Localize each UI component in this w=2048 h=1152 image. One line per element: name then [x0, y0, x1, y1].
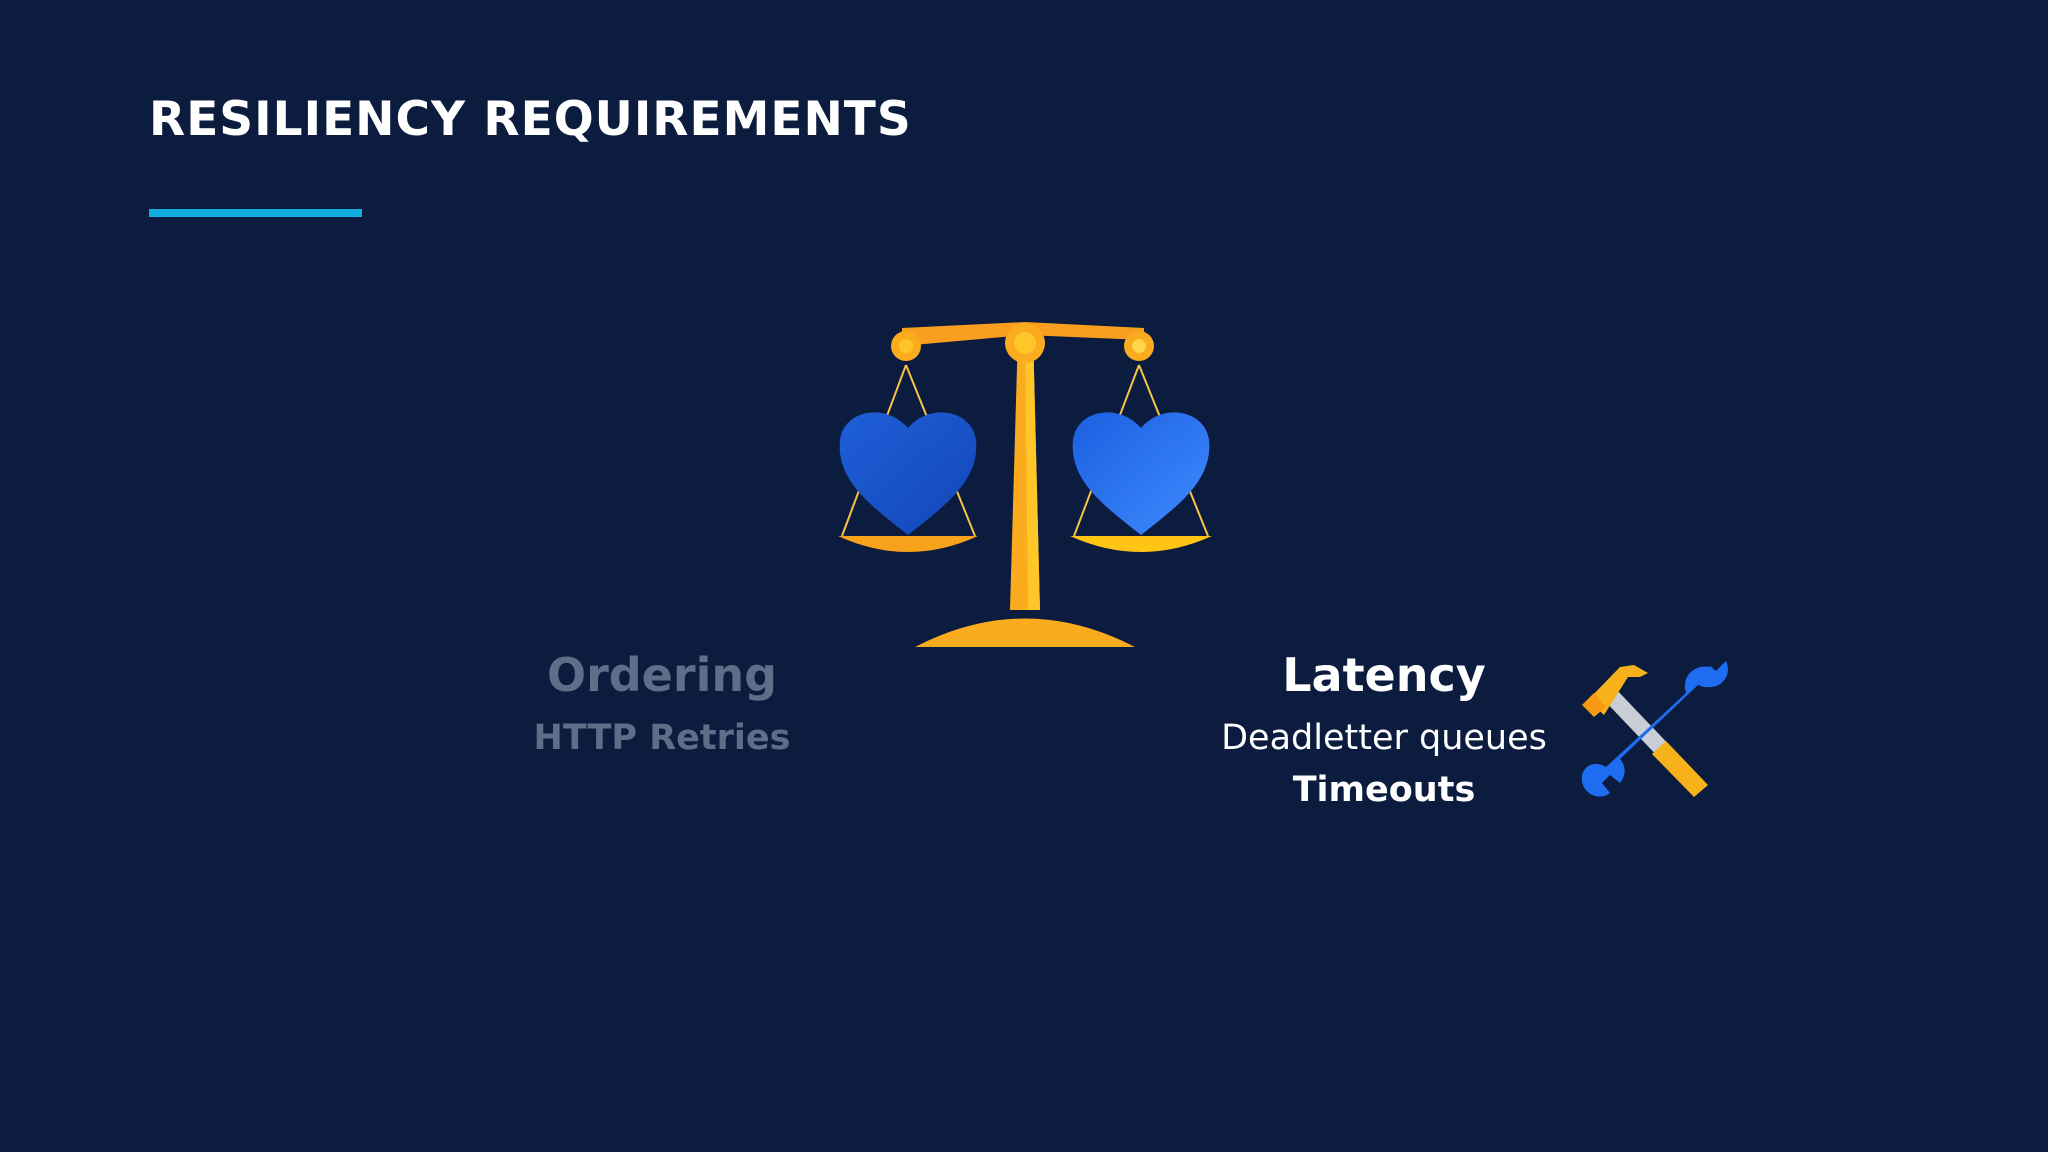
right-column-item: Deadletter queues	[1221, 718, 1547, 758]
slide-title: RESILIENCY REQUIREMENTS	[149, 92, 912, 147]
left-column-heading: Ordering	[546, 648, 778, 702]
left-column-item: HTTP Retries	[533, 718, 791, 758]
right-column: Latency Deadletter queues Timeouts	[1174, 640, 1594, 816]
right-column-heading: Latency	[1282, 648, 1486, 702]
left-heart	[839, 412, 977, 535]
wrench-and-hammer-icon	[1581, 661, 1728, 797]
right-column-item: Timeouts	[1292, 770, 1476, 810]
balance-scale-with-hearts-icon	[838, 322, 1212, 647]
right-heart	[1072, 412, 1210, 535]
title-underline	[149, 209, 362, 217]
left-column: Ordering HTTP Retries	[452, 640, 872, 764]
